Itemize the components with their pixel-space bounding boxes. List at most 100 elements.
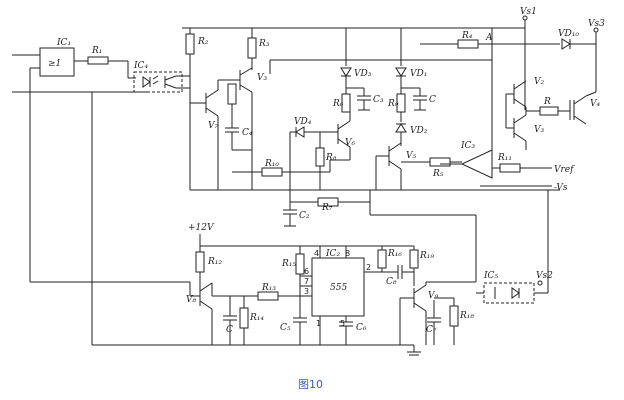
transistor-v3: V₃ xyxy=(513,114,544,142)
resistor-r1: R₁ xyxy=(87,46,136,79)
transistor-v6: V₆ xyxy=(330,110,355,161)
r7-label: R₇ xyxy=(321,203,333,213)
resistor-r13: R₁₃ xyxy=(257,283,279,301)
pin-5: 5 xyxy=(340,319,345,328)
v6-label: V₆ xyxy=(345,138,355,148)
vd3-label: VD₃ xyxy=(354,69,372,79)
r6-label: R₆ xyxy=(332,99,344,109)
resistor-r15: R₁₅ xyxy=(281,253,305,275)
ic4-label: IC₄ xyxy=(133,61,148,71)
v5-label: V₅ xyxy=(406,151,416,161)
v7-label: V₇ xyxy=(208,121,218,131)
resistor-r9: R₉ xyxy=(387,93,406,113)
v8-label: V₈ xyxy=(186,295,196,305)
diode-vd10: VD₁₀ xyxy=(558,29,579,50)
ic3-label: IC₃ xyxy=(460,141,475,151)
r9-label: R₉ xyxy=(387,99,399,109)
capacitor-c3: C₃ xyxy=(357,95,384,105)
transistor-v4: V₄ xyxy=(569,91,600,125)
ic1-label: IC₁ xyxy=(56,38,71,48)
c5-label: C₅ xyxy=(280,323,291,333)
resistor-r18: R₁₈ xyxy=(434,297,474,345)
v2-label: V₂ xyxy=(534,77,544,87)
r15-label: R₁₅ xyxy=(281,259,296,269)
r14-label: R₁₄ xyxy=(249,313,264,323)
r10-label: R₁₀ xyxy=(264,159,279,169)
v4-label: V₄ xyxy=(590,99,600,109)
capacitor-c5: C₅ xyxy=(280,317,307,333)
resistor-r-out: R xyxy=(539,97,559,116)
ic2-label: IC₂ xyxy=(325,249,340,259)
c1-label: C xyxy=(429,95,436,105)
transistor-v7: V₇ xyxy=(190,79,240,190)
pin-2: 2 xyxy=(366,263,371,272)
pin-7: 7 xyxy=(304,277,309,286)
r5-label: R₅ xyxy=(432,169,444,179)
transistor-v9: V₉ xyxy=(413,281,476,345)
ic5-optocoupler: IC₅ Vs2 xyxy=(476,190,553,304)
r2-label: R₂ xyxy=(197,37,209,47)
c7-label: C₇ xyxy=(426,325,437,335)
resistor-r8: R₈ xyxy=(315,147,337,167)
pin-6: 6 xyxy=(304,267,309,276)
resistor-r10: R₁₀ xyxy=(261,159,283,177)
resistor-r3: R₃ xyxy=(247,37,270,59)
ic3-opamp: IC₃ xyxy=(440,28,500,179)
ic2-555-timer: 555 IC₂ 4 8 6 7 3 2 1 5 xyxy=(304,246,371,345)
resistor-r11: R₁₁ xyxy=(497,153,521,173)
capacitor-c2: C₂ xyxy=(283,209,310,221)
resistor-r4: R₄ xyxy=(457,31,479,49)
ic5-label: IC₅ xyxy=(483,271,498,281)
resistor-r16: R₁₆ xyxy=(377,249,402,269)
vd4-label: VD₄ xyxy=(294,117,312,127)
ic2-name: 555 xyxy=(330,283,347,293)
vs2-label: Vs2 xyxy=(536,271,553,281)
c4-label: C₄ xyxy=(242,128,253,138)
c2-label: C₂ xyxy=(299,211,310,221)
resistor-r-mid xyxy=(227,83,237,105)
ic1-gate-symbol: ≥1 xyxy=(48,59,61,69)
transistor-v5: V₅ xyxy=(375,142,416,190)
r-label: R xyxy=(543,97,551,107)
resistor-r7: R₇ xyxy=(317,197,339,213)
vs2-top-terminal xyxy=(593,27,599,33)
r4-label: R₄ xyxy=(461,31,473,41)
c6-label: C₆ xyxy=(356,323,367,333)
r8-label: R₈ xyxy=(325,153,337,163)
ground-symbol xyxy=(407,345,421,356)
pin-1: 1 xyxy=(316,319,321,328)
r11-label: R₁₁ xyxy=(497,153,512,163)
pin-3: 3 xyxy=(304,287,309,296)
capacitor-c1: C xyxy=(413,95,436,105)
v3-label: V₃ xyxy=(257,73,267,83)
vd2-label: VD₂ xyxy=(410,126,428,136)
resistor-r19: R₁₉ xyxy=(409,249,434,269)
vs1-terminal xyxy=(522,15,528,21)
pin-4: 4 xyxy=(314,249,319,258)
capacitor-c-left: C xyxy=(223,296,237,345)
resistor-r12: R₁₂ xyxy=(195,251,222,273)
capacitor-c7: C₇ xyxy=(426,300,441,345)
transistor-v8: V₈ xyxy=(186,282,213,345)
c3-label: C₃ xyxy=(373,95,384,105)
pin-8: 8 xyxy=(345,249,350,258)
r18-label: R₁₈ xyxy=(459,311,474,321)
vd1-label: VD₁ xyxy=(410,69,427,79)
resistor-r6: R₆ xyxy=(332,93,351,113)
v3b-label: V₃ xyxy=(534,125,544,135)
vs3-label: Vs3 xyxy=(588,19,605,29)
r3-label: R₃ xyxy=(258,39,270,49)
c-left-label: C xyxy=(226,325,233,335)
r19-label: R₁₉ xyxy=(419,251,434,261)
vs2-terminal xyxy=(537,280,543,286)
ic1-or-gate: ≥1 IC₁ xyxy=(12,38,88,77)
r16-label: R₁₆ xyxy=(387,249,402,259)
vd10-label: VD₁₀ xyxy=(558,29,579,39)
resistor-r5: R₅ xyxy=(429,157,451,179)
vs1-label: Vs1 xyxy=(520,7,537,17)
c8-label: C₈ xyxy=(386,277,397,287)
resistor-r14: R₁₄ xyxy=(239,296,264,345)
diode-vd1: VD₁ xyxy=(395,67,427,79)
transistor-v2: V₂ xyxy=(513,77,544,108)
